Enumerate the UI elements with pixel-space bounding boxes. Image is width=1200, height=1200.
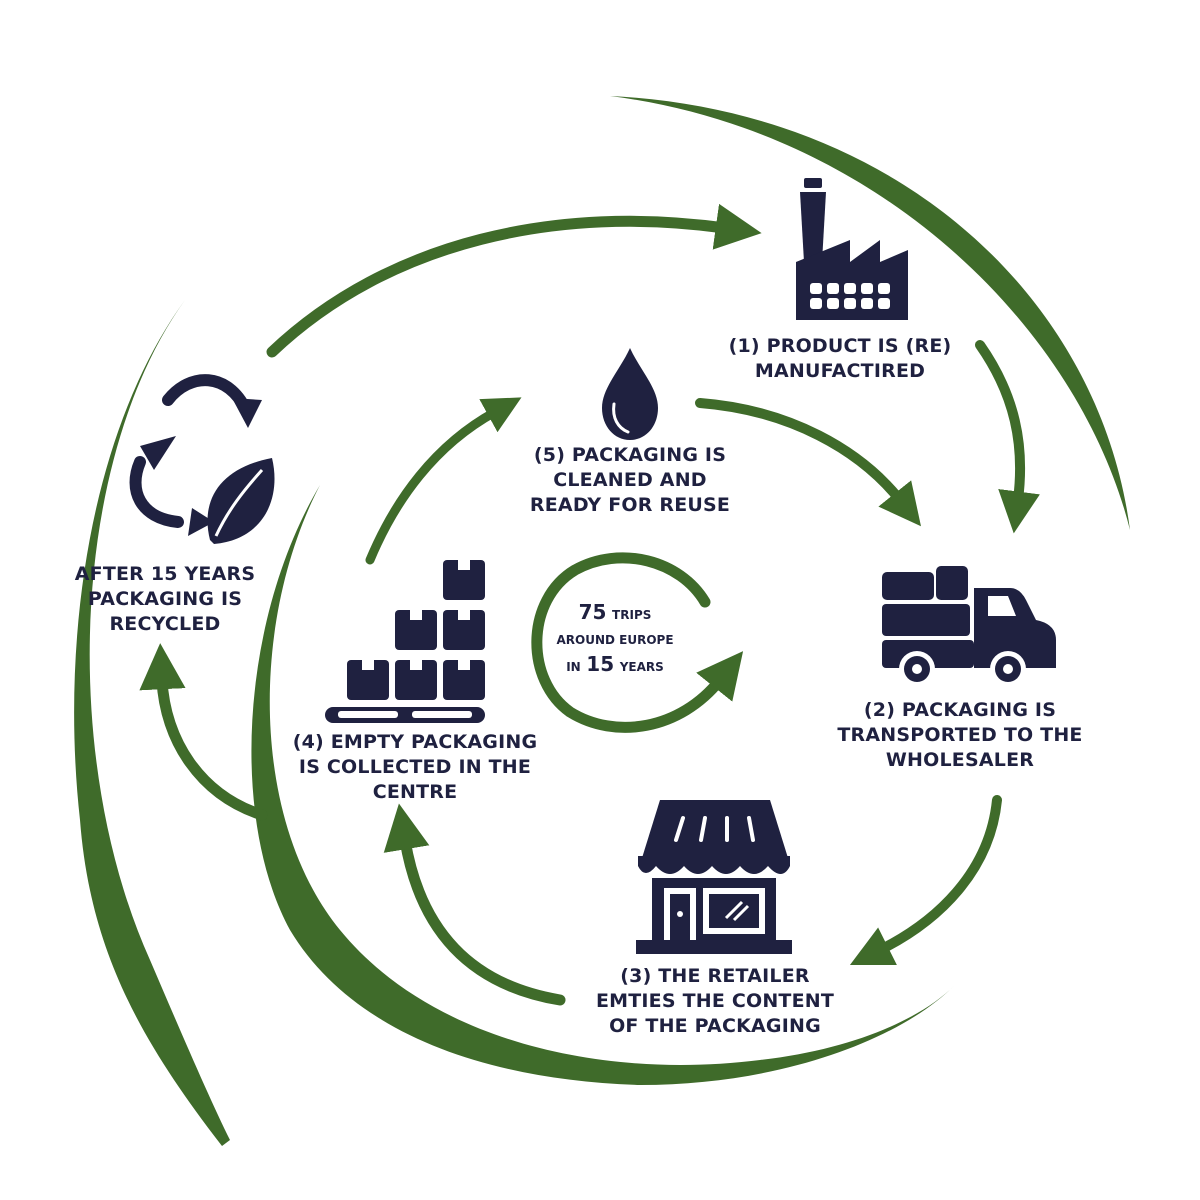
step-4-label: (4) EMPTY PACKAGING IS COLLECTED IN THE … [270, 730, 560, 805]
center-trips-row: 75 TRIPS [540, 600, 690, 627]
step-3-line-3: OF THE PACKAGING [609, 1015, 821, 1037]
arrow-truck-to-store [849, 795, 1002, 966]
arrow-boxes-to-drop [365, 397, 522, 565]
factory-icon [796, 178, 908, 320]
recycled-line-3: RECYCLED [109, 613, 221, 635]
step-2-line-3: WHOLESALER [885, 749, 1035, 771]
trips-number: 75 [578, 600, 607, 624]
in-word: IN [566, 660, 581, 674]
storefront-icon [636, 800, 792, 954]
around-europe-text: AROUND EUROPE [556, 633, 674, 647]
step-4-line-1: (4) EMPTY PACKAGING [292, 731, 538, 753]
step-2-line-1: (2) PACKAGING IS [863, 699, 1057, 721]
step-5-line-1: (5) PACKAGING IS [533, 444, 727, 466]
recycled-line-1: AFTER 15 YEARS [74, 563, 256, 585]
arrow-boxes-to-recycle [139, 643, 268, 821]
step-3-line-2: EMTIES THE CONTENT [595, 990, 835, 1012]
years-number: 15 [586, 652, 615, 676]
step-4-line-3: CENTRE [372, 781, 458, 803]
recycle-leaf-icon [129, 374, 275, 544]
step-2-label: (2) PACKAGING IS TRANSPORTED TO THE WHOL… [820, 698, 1100, 773]
step-5-label: (5) PACKAGING IS CLEANED AND READY FOR R… [500, 443, 760, 518]
outer-arc-right [610, 96, 1130, 530]
years-word: YEARS [619, 660, 664, 674]
outer-arrows [74, 96, 1130, 1146]
arrow-factory-to-truck [975, 340, 1040, 534]
center-trips-label: 75 TRIPS AROUND EUROPE IN 15 YEARS [540, 600, 690, 679]
step-1-label: (1) PRODUCT IS (RE) MANUFACTIRED [700, 334, 980, 384]
step-3-label: (3) THE RETAILER EMTIES THE CONTENT OF T… [565, 964, 865, 1039]
arrow-drop-to-truck [695, 398, 922, 527]
trips-word: TRIPS [612, 608, 652, 622]
center-around-row: AROUND EUROPE [540, 627, 690, 652]
step-4-line-2: IS COLLECTED IN THE [298, 756, 532, 778]
step-2-line-2: TRANSPORTED TO THE [837, 724, 1083, 746]
step-5-line-3: READY FOR REUSE [529, 494, 731, 516]
delivery-truck-icon [882, 566, 1056, 687]
step-5-line-2: CLEANED AND [553, 469, 707, 491]
center-cycle-arrow [531, 552, 744, 733]
stacked-boxes-pallet-icon [325, 560, 485, 723]
water-drop-icon [602, 348, 658, 440]
step-3-line-1: (3) THE RETAILER [620, 965, 810, 987]
outer-arc-left [74, 300, 231, 1146]
arrow-recycle-to-factory [266, 203, 762, 358]
recycled-label: AFTER 15 YEARS PACKAGING IS RECYCLED [50, 562, 280, 637]
step-1-line-2: MANUFACTIRED [754, 360, 926, 382]
arrow-store-to-boxes [383, 803, 566, 1006]
center-years-row: IN 15 YEARS [540, 652, 690, 679]
cycle-arrows [139, 203, 1040, 1006]
recycled-line-2: PACKAGING IS [87, 588, 243, 610]
step-1-line-1: (1) PRODUCT IS (RE) [728, 335, 952, 357]
